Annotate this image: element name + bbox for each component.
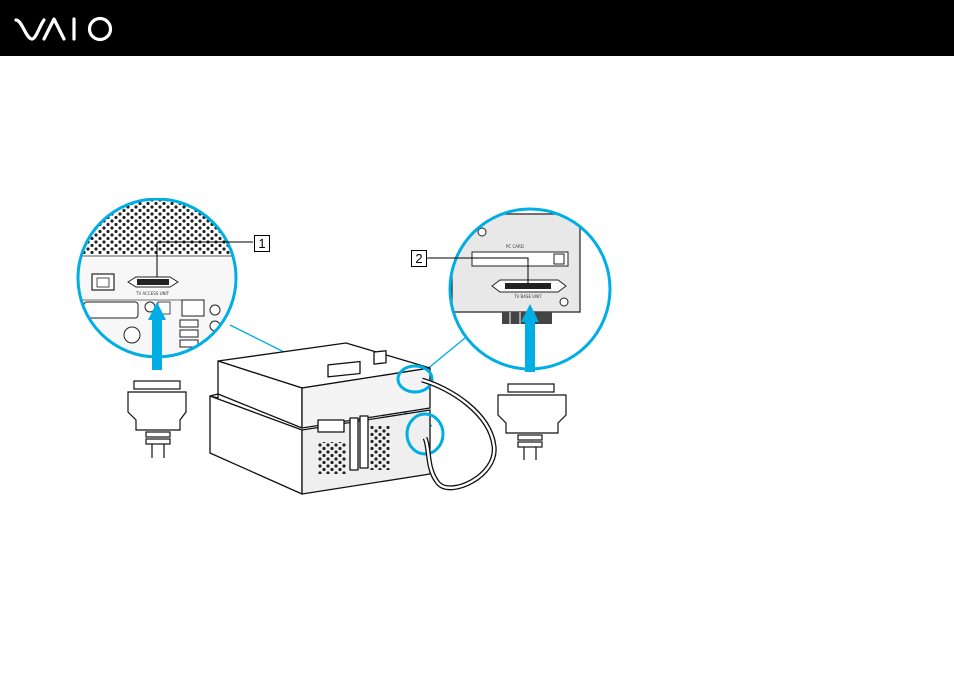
pc-card-label: PC CARD	[506, 244, 524, 249]
callout-2: 2	[411, 250, 427, 267]
header-bar: VAIO	[0, 0, 954, 56]
brand-name: VAIO	[0, 0, 1, 1]
vaio-logo	[14, 13, 122, 45]
right-port-label: TV BASE UNIT	[513, 294, 542, 299]
connection-illustration: TV ACCESS UNIT	[70, 198, 615, 498]
left-port-label: TV ACCESS UNIT	[135, 291, 170, 296]
callout-1: 1	[254, 235, 270, 252]
computer-unit	[210, 343, 494, 494]
right-cable-connector	[498, 384, 566, 460]
left-cable-connector	[128, 381, 186, 458]
